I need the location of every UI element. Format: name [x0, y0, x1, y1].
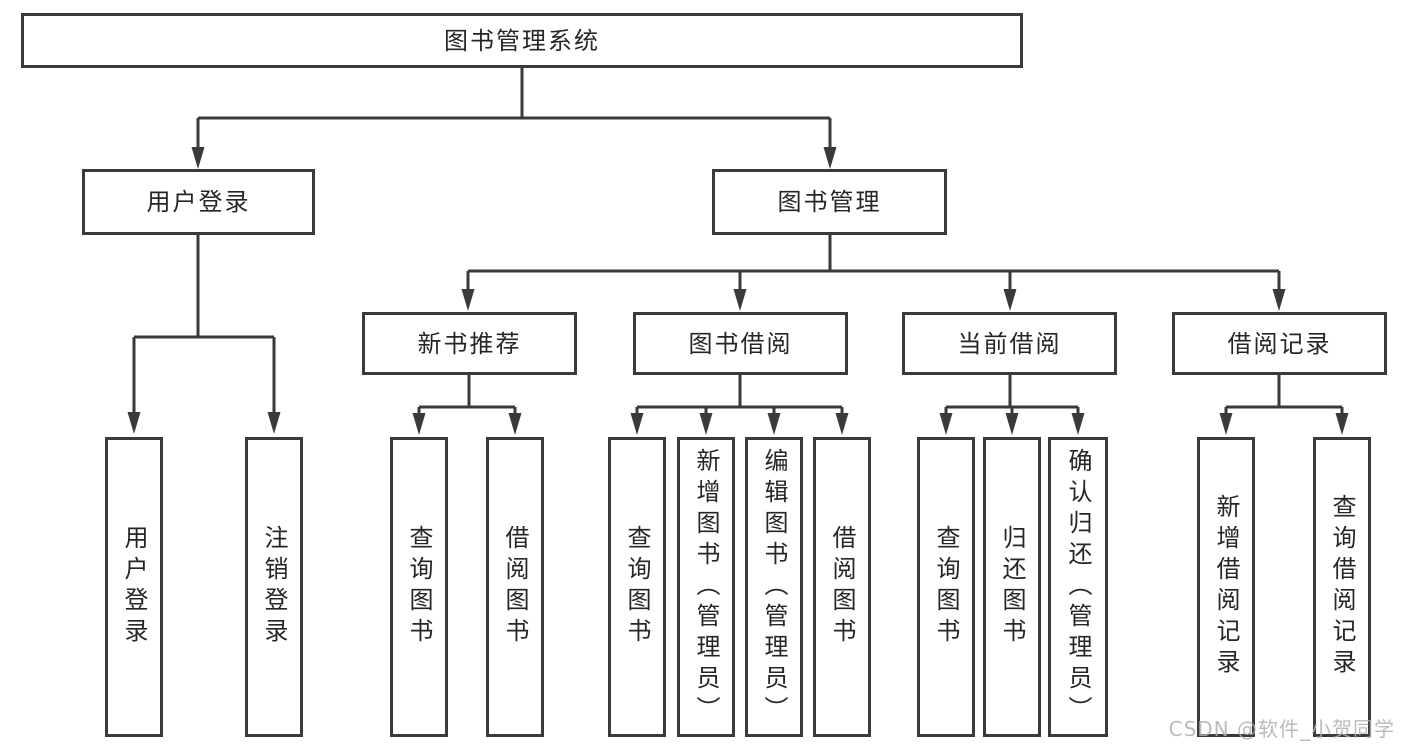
node-new-book-recommendation: 新书推荐 [362, 312, 577, 375]
leaf-edit-book-admin: 编辑图书（管理员） [745, 437, 803, 737]
arrowhead [1005, 413, 1019, 435]
leaf-add-borrow-record: 新增借阅记录 [1197, 437, 1255, 737]
leaf-borrow-books: 借阅图书 [813, 437, 871, 737]
arrowhead [939, 413, 953, 435]
arrowhead [1219, 413, 1233, 435]
arrowhead [461, 289, 475, 311]
connector-new-book-recommendation-to-leaves [412, 375, 522, 435]
arrowhead [699, 413, 713, 435]
arrowhead [127, 412, 141, 434]
leaf-query-books: 查询图书 [608, 437, 666, 737]
arrowhead [1335, 413, 1349, 435]
arrowhead [1003, 289, 1017, 311]
leaf-return-books: 归还图书 [983, 437, 1041, 737]
leaf-confirm-return-admin: 确认归还（管理员） [1048, 437, 1108, 737]
csdn-watermark: CSDN @软件_小贺同学 [1168, 717, 1395, 741]
arrowhead [267, 412, 281, 434]
arrowhead [191, 147, 205, 169]
leaf-query-borrow-record: 查询借阅记录 [1313, 437, 1371, 737]
node-book-management: 图书管理 [712, 169, 947, 235]
arrowhead [835, 413, 849, 435]
arrowhead [1071, 413, 1085, 435]
arrowhead [1272, 289, 1286, 311]
arrowhead [733, 289, 747, 311]
arrowhead [630, 413, 644, 435]
connector-book-borrowing-to-leaves [630, 375, 849, 435]
connector-current-borrowing-to-leaves [939, 375, 1085, 435]
leaf-add-book-admin: 新增图书（管理员） [677, 437, 735, 737]
node-book-borrowing: 图书借阅 [633, 312, 848, 375]
leaf-user-login: 用户登录 [105, 437, 163, 737]
connector-book-management-to-level3 [461, 235, 1286, 311]
node-current-borrowing: 当前借阅 [902, 312, 1117, 375]
leaf-logout: 注销登录 [245, 437, 303, 737]
leaf-query-books: 查询图书 [917, 437, 975, 737]
node-borrowing-records: 借阅记录 [1172, 312, 1387, 375]
connector-user-login-to-leaves [127, 235, 281, 434]
node-library-system: 图书管理系统 [21, 13, 1023, 68]
leaf-query-books: 查询图书 [390, 437, 448, 737]
arrowhead [767, 413, 781, 435]
leaf-borrow-books: 借阅图书 [486, 437, 544, 737]
arrowhead [412, 413, 426, 435]
arrowhead [508, 413, 522, 435]
connector-borrowing-records-to-leaves [1219, 375, 1349, 435]
node-user-login: 用户登录 [82, 169, 315, 235]
connector-root-to-level2 [191, 68, 837, 169]
arrowhead [823, 147, 837, 169]
